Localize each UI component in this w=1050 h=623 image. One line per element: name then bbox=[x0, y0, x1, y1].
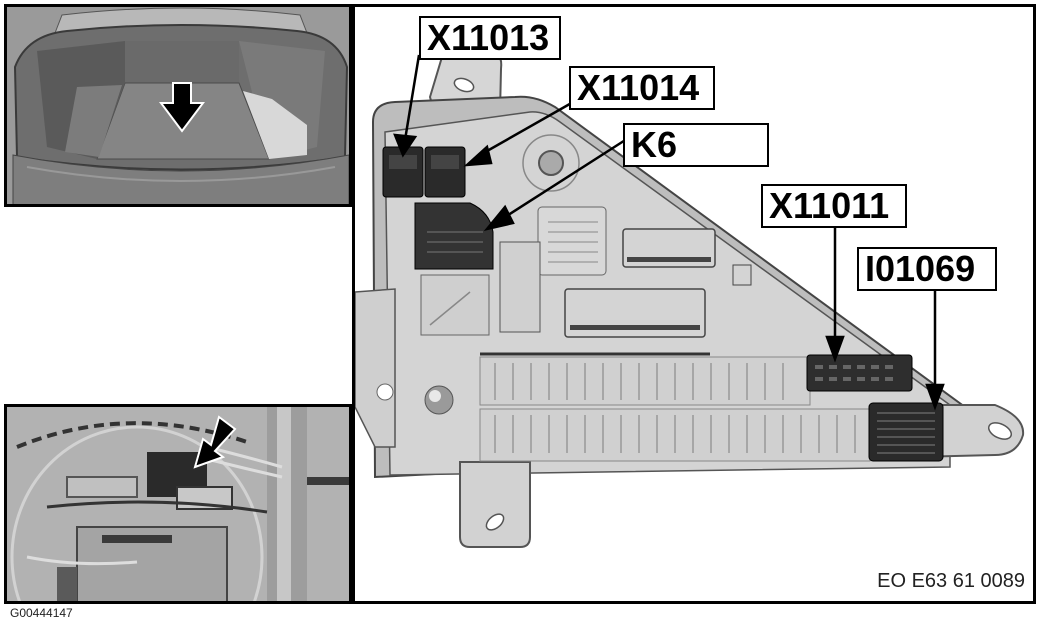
callout-k6: K6 bbox=[623, 123, 769, 167]
arrow-down-left-icon bbox=[193, 415, 237, 469]
callout-i01069: I01069 bbox=[857, 247, 997, 291]
arrow-down-icon bbox=[159, 82, 205, 133]
module-location-inset bbox=[4, 404, 352, 604]
reference-code: EO E63 61 0089 bbox=[877, 570, 1025, 592]
callout-x11013: X11013 bbox=[419, 16, 561, 60]
control-module-illustration bbox=[355, 35, 1025, 548]
x11011-connector bbox=[806, 354, 913, 392]
i01069-block bbox=[868, 402, 944, 462]
callout-x11011: X11011 bbox=[761, 184, 907, 228]
main-diagram-panel: X11013 X11014 K6 X11011 I01069 EO E63 61… bbox=[352, 4, 1036, 604]
callout-x11014: X11014 bbox=[569, 66, 715, 110]
trunk-overview-inset bbox=[4, 4, 352, 207]
trunk-illustration bbox=[7, 7, 349, 204]
wiring-area-illustration bbox=[7, 407, 349, 601]
figure-id: G00444147 bbox=[10, 606, 73, 620]
fuse-row-upper bbox=[479, 352, 811, 406]
